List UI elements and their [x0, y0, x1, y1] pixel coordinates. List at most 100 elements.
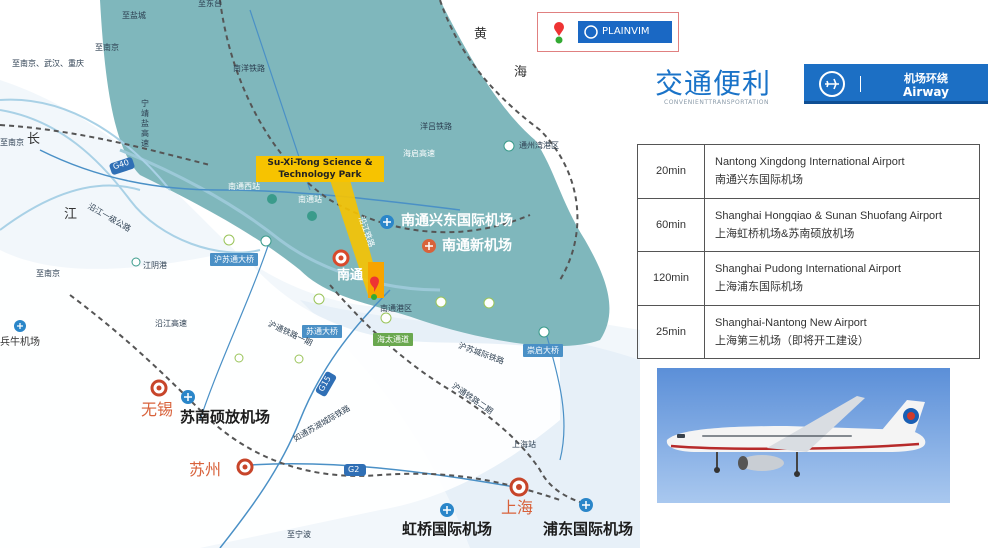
airport-time: 60min: [637, 197, 705, 252]
airport-name: Shanghai Hongqiao & Sunan Shuofang Airpo…: [704, 197, 980, 252]
label-ninghu-1: 宁: [141, 99, 149, 108]
southbank-land: [0, 250, 560, 548]
tag-husutong-bridge: 沪苏通大桥: [210, 253, 258, 266]
label-nantong-station: 南通站: [298, 195, 322, 204]
park-label-line2: Technology Park: [278, 170, 362, 180]
airport-hongqiao-icon: [440, 503, 454, 517]
airport-pudong-icon: [579, 498, 593, 512]
bridge-icon-1: [260, 235, 272, 247]
label-gangkou: 通州湾港区: [519, 141, 559, 150]
river-label-1: 长: [27, 132, 41, 147]
river-line-2: [0, 98, 171, 191]
label-zhinanjing-wuhan: 至南京、武汉、重庆: [12, 59, 84, 68]
label-nanyang: 南洋铁路: [233, 64, 265, 73]
table-row: 20min Nantong Xingdong International Air…: [637, 144, 980, 199]
sea-label-1: 黄: [474, 27, 488, 42]
airway-en: Airway: [903, 85, 949, 99]
label-zhinanjing3: 至南京: [36, 269, 60, 278]
river-line-3: [0, 184, 141, 231]
airport-name-en: Shanghai-Nantong New Airport: [715, 316, 867, 329]
airway-separator: [860, 76, 861, 92]
bridge-icon-5: [380, 312, 392, 324]
airport-time: 20min: [637, 144, 705, 199]
g40-shield: [109, 157, 135, 175]
highway-sutong: [199, 239, 271, 421]
bridge-icon-3: [131, 257, 141, 267]
airport-label-sunan: 苏南硕放机场: [180, 408, 271, 426]
airport-label-hongqiao: 虹桥国际机场: [402, 520, 493, 538]
label-nantong-west: 南通西站: [228, 182, 260, 191]
airport-name: Shanghai Pudong International Airport 上海…: [704, 251, 980, 306]
table-row: 25min Shanghai-Nantong New Airport 上海第三机…: [637, 304, 980, 359]
park-pin-icon: [370, 276, 379, 300]
river-line-1: [0, 109, 261, 254]
airplane-photo: [657, 368, 950, 503]
park-label-line1: Su-Xi-Tong Science &: [267, 158, 373, 168]
airport-table: 20min Nantong Xingdong International Air…: [637, 144, 980, 359]
bridge-icon-4: [313, 293, 325, 305]
city-label-suzhou: 苏州: [189, 460, 222, 479]
label-yanjiang2: 沿江高速: [155, 319, 187, 328]
rail-4: [329, 284, 591, 506]
label-langshan: 南通港区: [380, 304, 412, 313]
regional-map: [0, 0, 640, 548]
table-row: 60min Shanghai Hongqiao & Sunan Shuofang…: [637, 197, 980, 252]
airport-name-cn: 上海第三机场（即将开工建设）: [715, 334, 869, 347]
port-icon: [503, 140, 515, 152]
airway-banner: 机场环绕 Airway: [804, 64, 988, 104]
airport-name: Nantong Xingdong International Airport 南…: [704, 144, 980, 199]
logo-mark-icon: [584, 25, 598, 39]
tag-haitai-road: 海太通道: [373, 333, 413, 346]
rail-5: [0, 124, 211, 166]
airplane-icon: [819, 71, 845, 97]
highway-g40: [39, 149, 461, 211]
city-label-wuxi: 无锡: [141, 400, 174, 419]
tag-chongqi-bridge: 崇启大桥: [523, 344, 563, 357]
brand-box: PLAINVIM: [537, 12, 679, 52]
city-label-nantong: 南通: [337, 268, 364, 283]
airway-cn: 机场环绕: [904, 72, 948, 85]
city-marker-nantong: [332, 249, 350, 267]
airport-label-bainiu: 兵牛机场: [0, 337, 40, 348]
station-west-icon: [267, 194, 277, 204]
tag-sutong-bridge: 苏通大桥: [302, 325, 342, 338]
city-marker-suzhou: [236, 458, 254, 476]
airport-new-icon: [422, 239, 436, 253]
sea-label-2: 海: [514, 65, 528, 80]
section-title: 交通便利: [655, 67, 772, 100]
label-ninghu-4: 高: [141, 129, 149, 138]
bridge-icon-8: [538, 326, 550, 338]
label-zhininbo: 至宁波: [287, 530, 311, 539]
airport-name-en: Nantong Xingdong International Airport: [715, 156, 905, 169]
label-haian: 海启高速: [403, 149, 435, 158]
airport-name: Shanghai-Nantong New Airport 上海第三机场（即将开工…: [704, 304, 980, 359]
g2-label: G2: [348, 465, 360, 474]
g2-shield: [344, 464, 366, 476]
river-label-2: 江: [64, 207, 78, 222]
airport-label-xingdong: 南通兴东国际机场: [401, 213, 513, 229]
rail-3: [69, 294, 561, 501]
airport-time: 120min: [637, 251, 705, 306]
airport-xingdong-icon: [380, 215, 394, 229]
park-label: Su-Xi-Tong Science & Technology Park: [256, 156, 384, 182]
label-zhidongtai: 至东台: [198, 0, 222, 8]
label-ninghu-5: 速: [141, 139, 149, 148]
label-ninghu-2: 靖: [141, 109, 149, 118]
airport-bainiu-icon: [14, 320, 26, 332]
bridge-icon-7: [483, 297, 495, 309]
g15-shield: [315, 371, 337, 397]
rail-2: [439, 0, 579, 281]
airport-sunan-icon: [181, 390, 195, 404]
bridge-icon-10: [294, 354, 304, 364]
airport-name-en: Shanghai Hongqiao & Sunan Shuofang Airpo…: [715, 209, 942, 222]
airport-label-new: 南通新机场: [442, 238, 512, 254]
brand-logo: PLAINVIM: [578, 21, 672, 43]
airport-time: 25min: [637, 304, 705, 359]
airport-name-en: Shanghai Pudong International Airport: [715, 263, 901, 276]
table-row: 120min Shanghai Pudong International Air…: [637, 251, 980, 306]
airport-name-cn: 南通兴东国际机场: [715, 174, 803, 187]
label-ninghu-3: 盐: [141, 119, 149, 128]
label-shanghai-station: 上海站: [512, 440, 536, 449]
city-marker-shanghai: [509, 477, 529, 497]
label-zhiyan: 至盐城: [122, 11, 146, 20]
